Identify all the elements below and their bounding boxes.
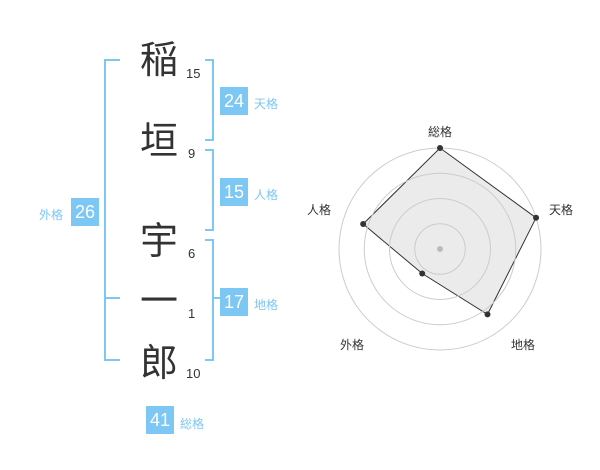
name-char-4: 一 — [140, 279, 179, 323]
gaikaku-label: 外格 — [39, 208, 64, 222]
name-char-3: 宇 — [140, 219, 179, 263]
radar-axis-label-gaikaku: 外格 — [340, 338, 365, 352]
stroke-count-1: 15 — [186, 66, 201, 81]
radar-grid-ring — [389, 198, 491, 300]
jinkaku-bracket — [205, 149, 214, 231]
tenkaku-bracket — [205, 59, 214, 141]
radar-point-1 — [437, 145, 443, 151]
soukaku-label: 総格 — [180, 417, 205, 431]
tenkaku-value: 24 — [220, 87, 248, 115]
radar-data-polygon — [362, 147, 537, 316]
radar-point-4 — [419, 270, 426, 277]
radar-point-5 — [360, 221, 367, 228]
radar-point-3 — [484, 311, 491, 318]
chikaku-bracket — [205, 239, 214, 361]
name-char-2: 垣 — [140, 119, 179, 163]
jinkaku-value: 15 — [220, 178, 248, 206]
stroke-count-5: 10 — [186, 366, 201, 381]
radar-grid-ring — [363, 172, 517, 326]
gaikaku-bracket — [104, 59, 120, 361]
name-char-5: 郎 — [140, 341, 179, 385]
chikaku-value: 17 — [220, 288, 248, 316]
radar-point-2 — [533, 214, 540, 221]
radar-grid-ring — [414, 223, 466, 275]
radar-axis-label-chikaku: 地格 — [511, 338, 536, 352]
stroke-count-3: 6 — [188, 246, 196, 261]
name-char-1: 稲 — [140, 38, 179, 82]
gaikaku-value: 26 — [71, 198, 99, 226]
stroke-count-2: 9 — [188, 146, 196, 161]
jinkaku-label: 人格 — [254, 188, 279, 202]
stroke-count-4: 1 — [188, 306, 196, 321]
chikaku-label: 地格 — [254, 298, 279, 312]
radar-center-dot — [437, 246, 443, 252]
tenkaku-label: 天格 — [254, 97, 279, 111]
radar-axis-label-soukaku: 総格 — [428, 125, 453, 139]
radar-axis-label-tenkaku: 天格 — [549, 203, 574, 217]
soukaku-value: 41 — [146, 406, 174, 434]
radar-axis-label-jinkaku: 人格 — [307, 203, 332, 217]
